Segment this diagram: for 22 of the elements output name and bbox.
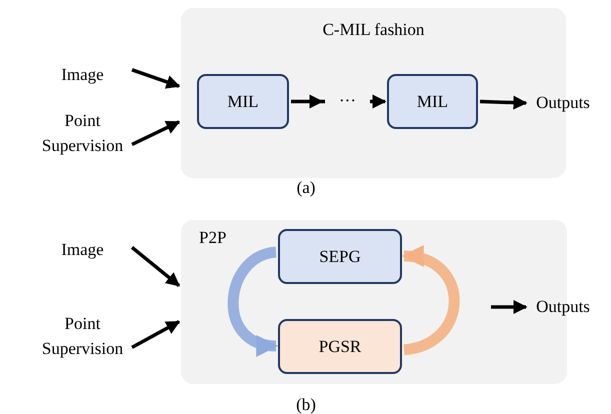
panel-title: C-MIL fashion [322,20,426,40]
curved-arrow [228,246,278,354]
arrow [131,68,180,89]
panel-title: P2P [199,228,226,248]
input-label: Outputs [536,92,590,114]
process-box: PGSR [278,319,402,374]
input-label: Outputs [536,296,590,318]
arrow [131,320,180,349]
arrow [480,96,528,110]
curved-arrow [402,247,460,356]
input-label: Image [61,64,104,86]
process-box: MIL [197,74,289,129]
input-label: Image [61,238,104,261]
process-box: SEPG [278,229,402,284]
input-label: Point Supervision [40,110,124,157]
arrow [491,300,528,314]
arrow [131,120,180,146]
subfigure-caption: (b) [295,395,317,414]
subfigure-caption: (a) [296,178,316,198]
arrow [130,246,180,287]
input-label: Point Supervision [40,313,124,360]
process-box: MIL [387,74,478,129]
